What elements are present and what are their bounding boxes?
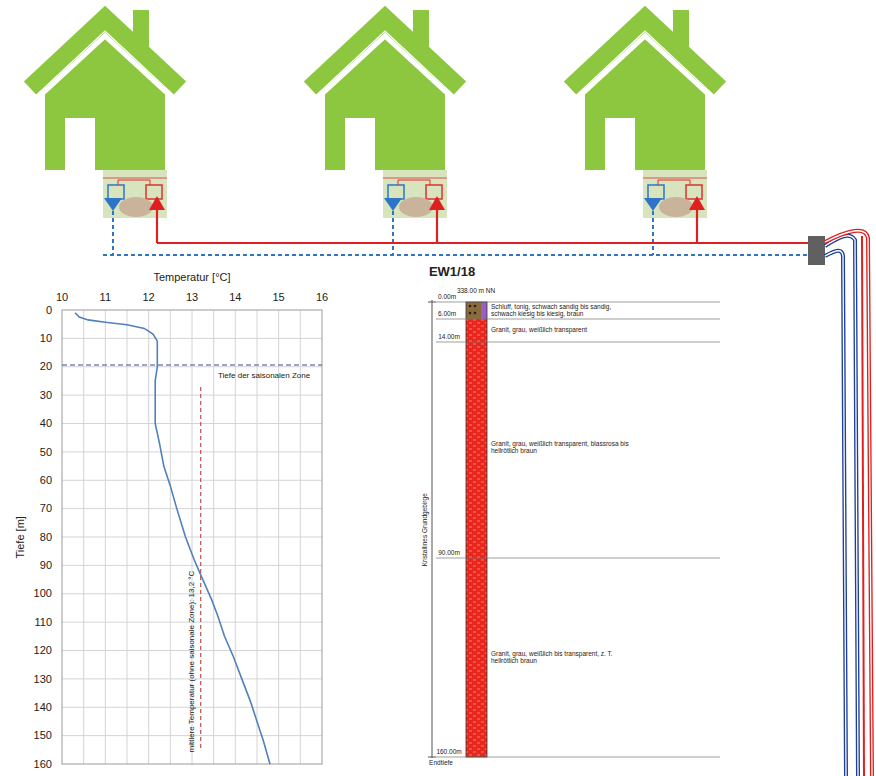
elevation-label: 338.00 m NN (457, 287, 495, 294)
depth-label: 14.00m (438, 333, 460, 340)
tick-label: 160 (34, 758, 52, 771)
tick-label: 14 (229, 291, 241, 304)
formation-label: Kristallines Grundgebirge (420, 494, 427, 567)
layer-description: Granit, grau, weißlich transparent, blas… (491, 440, 629, 455)
tick-label: 16 (316, 291, 328, 304)
tick-label: 20 (40, 360, 52, 373)
tick-label: 40 (40, 417, 52, 430)
tick-label: 140 (34, 701, 52, 714)
grid-line (62, 537, 322, 538)
depth-label: Endtiefe (429, 759, 453, 766)
tick-label: 70 (40, 502, 52, 515)
grid-line (62, 565, 322, 566)
layer-description: Granit, grau, weißlich bis transparent, … (491, 650, 629, 665)
tick-label: 150 (34, 729, 52, 742)
depth-label: 90.00m (438, 549, 460, 556)
tick-label: 60 (40, 474, 52, 487)
grid-line (62, 366, 322, 367)
tick-label: 10 (40, 332, 52, 345)
tick-label: 90 (40, 559, 52, 572)
tick-label: 0 (46, 304, 52, 317)
depth-label: 0.00m (438, 293, 456, 300)
layer-description: Schluff, tonig, schwach sandig bis sandi… (491, 303, 619, 318)
tick-label: 50 (40, 446, 52, 459)
annotation: mittlere Temperatur (ohne saisonale Zone… (187, 571, 196, 753)
borehole-title: EW1/18 (429, 265, 475, 280)
tick-label: 12 (143, 291, 155, 304)
depth-label: 160.00m (436, 748, 461, 755)
layer-description: Granit, grau, weißlich transparent (491, 326, 587, 333)
temperature-curve (75, 313, 270, 764)
axis-title: Tiefe [m] (14, 516, 27, 558)
grid-line (62, 480, 322, 481)
tick-label: 80 (40, 531, 52, 544)
grid-line (62, 395, 322, 396)
tick-label: 10 (56, 291, 68, 304)
tick-label: 110 (35, 616, 53, 629)
tick-label: 120 (34, 644, 52, 657)
tick-label: 130 (34, 673, 52, 686)
grid-line (62, 423, 322, 424)
depth-label: 6.00m (438, 310, 456, 317)
tick-label: 100 (34, 587, 52, 600)
annotation: Tiefe der saisonalen Zone (218, 371, 310, 380)
tick-label: 30 (40, 389, 52, 402)
tick-label: 11 (100, 291, 111, 304)
tick-label: 13 (186, 291, 198, 304)
grid-line (62, 338, 322, 339)
grid-line (62, 508, 322, 509)
grid-line (62, 451, 322, 452)
tick-label: 15 (273, 291, 285, 304)
axis-title: Temperatur [°C] (153, 271, 230, 284)
